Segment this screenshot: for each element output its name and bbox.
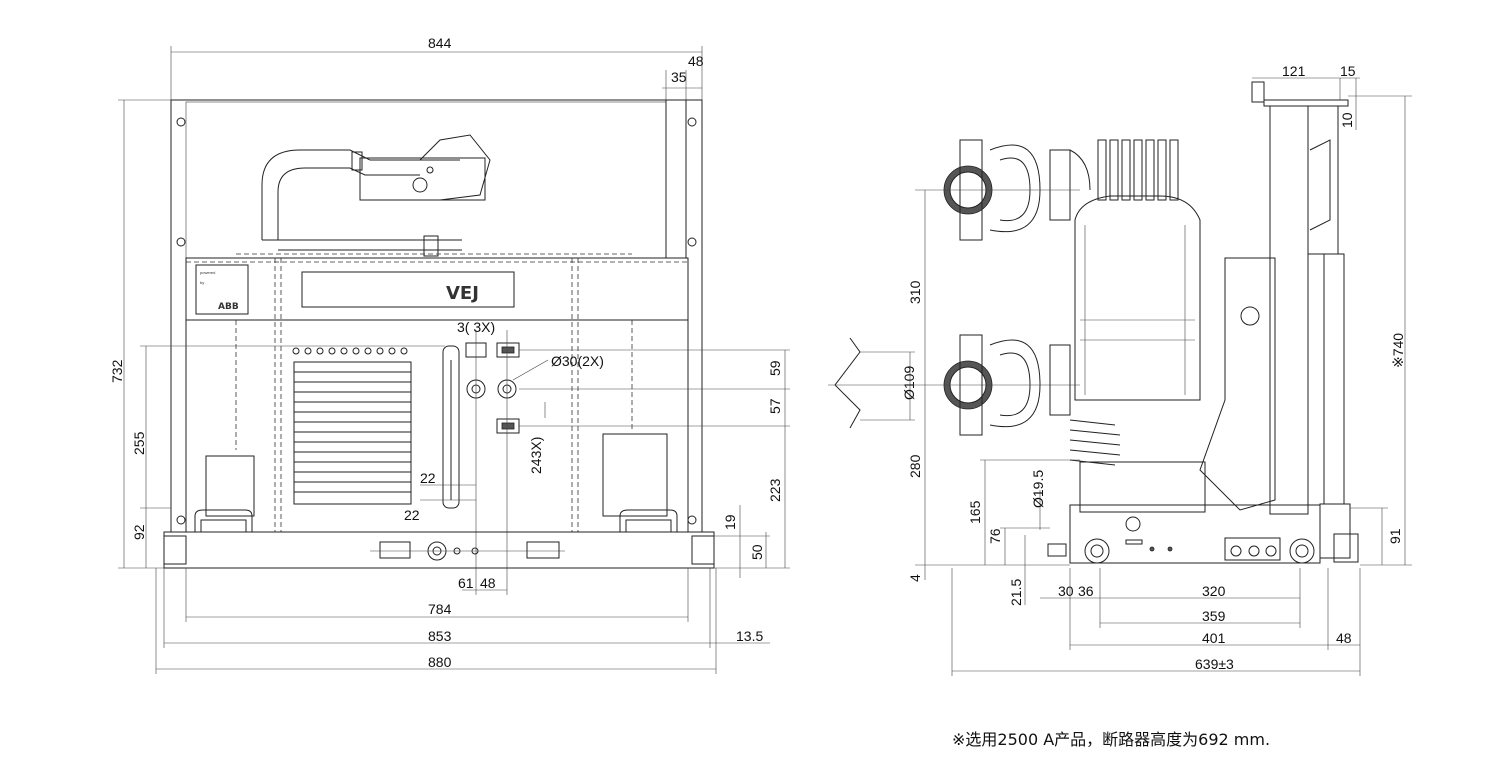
dim-d109: Ø109 <box>901 366 917 400</box>
powered-label: powered <box>200 270 215 275</box>
side-view: 121 15 10 <box>828 63 1412 676</box>
dim-10: 10 <box>1339 112 1355 128</box>
dim-223: 223 <box>767 478 783 502</box>
dim-22a: 22 <box>420 470 436 486</box>
dim-91: 91 <box>1387 528 1403 544</box>
cooling-fins <box>1097 139 1179 201</box>
dim-280: 280 <box>907 454 923 478</box>
dim-22b: 22 <box>404 507 420 523</box>
dim-30: 30 <box>1058 583 1074 599</box>
dim-36: 36 <box>1078 583 1094 599</box>
dim-243x: 243X) <box>528 437 544 474</box>
dim-255: 255 <box>131 431 147 455</box>
by-label: by <box>200 280 204 285</box>
front-view: 844 48 35 VEJ powered <box>109 35 790 674</box>
dim-121: 121 <box>1282 63 1306 79</box>
dim-165: 165 <box>967 500 983 524</box>
dim-880: 880 <box>428 654 452 670</box>
dim-13-5: 13.5 <box>736 628 763 644</box>
dim-3x: 3( 3X) <box>457 319 495 335</box>
abb-logo: ABB <box>218 302 239 312</box>
dim-21-5: 21.5 <box>1008 579 1024 606</box>
dim-15: 15 <box>1340 63 1356 79</box>
dim-48-top: 48 <box>688 53 704 69</box>
dim-d19-5: Ø19.5 <box>1030 470 1046 508</box>
vej-label: VEJ <box>446 283 479 304</box>
dim-732: 732 <box>109 359 125 383</box>
dim-4: 4 <box>907 574 923 582</box>
dim-359: 359 <box>1202 608 1226 624</box>
footnote: ※选用2500 A产品，断路器高度为692 mm. <box>952 730 1271 749</box>
vent-dots <box>292 347 408 355</box>
dim-48-side: 48 <box>1336 630 1352 646</box>
dim-853: 853 <box>428 628 452 644</box>
dim-784: 784 <box>428 601 452 617</box>
dim-844: 844 <box>428 35 452 51</box>
dim-48b: 48 <box>480 575 496 591</box>
dim-76: 76 <box>987 528 1003 544</box>
vent-slots <box>293 361 412 505</box>
dim-59: 59 <box>767 360 783 376</box>
dim-639: 639±3 <box>1195 656 1234 672</box>
dim-50: 50 <box>749 544 765 560</box>
dim-401: 401 <box>1202 630 1226 646</box>
dim-310: 310 <box>907 280 923 304</box>
dim-740: ※740 <box>1390 333 1406 368</box>
dim-61: 61 <box>458 575 474 591</box>
dim-35-top: 35 <box>671 69 687 85</box>
dim-d30: Ø30(2X) <box>551 353 604 369</box>
dim-19: 19 <box>722 514 738 530</box>
dim-92: 92 <box>131 524 147 540</box>
dim-57: 57 <box>767 398 783 414</box>
dim-320: 320 <box>1202 583 1226 599</box>
